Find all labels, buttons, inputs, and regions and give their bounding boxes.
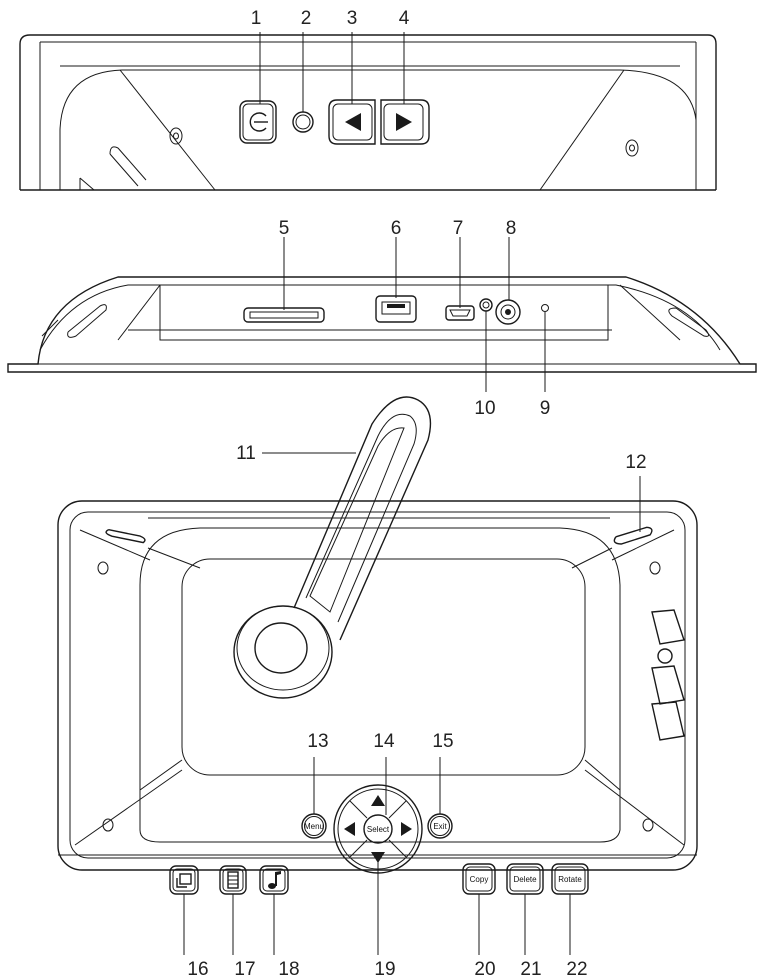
copy-label: Copy — [470, 875, 489, 884]
callout-18: 18 — [278, 959, 299, 979]
callout-13: 13 — [307, 731, 328, 752]
kickstand[interactable] — [233, 396, 432, 699]
back-view: Menu Exit Select — [57, 396, 698, 955]
callout-8: 8 — [506, 218, 517, 239]
callout-15: 15 — [432, 731, 453, 752]
delete-button[interactable]: Delete — [506, 863, 544, 895]
left-arrow-icon — [345, 113, 361, 131]
usb-port[interactable] — [375, 295, 417, 323]
left-arrow-icon[interactable] — [344, 822, 355, 836]
menu-label: Menu — [304, 822, 324, 831]
callout-11: 11 — [236, 443, 256, 464]
exit-button[interactable]: Exit — [427, 813, 453, 839]
power-icon — [249, 112, 268, 132]
callout-6: 6 — [391, 218, 402, 239]
callout-21: 21 — [520, 959, 541, 979]
down-arrow-icon[interactable] — [371, 852, 385, 863]
right-arrow-icon[interactable] — [401, 822, 412, 836]
callout-7: 7 — [453, 218, 464, 239]
callout-3: 3 — [347, 8, 358, 29]
mini-usb-port[interactable] — [445, 305, 475, 321]
rotate-label: Rotate — [558, 875, 582, 884]
select-label: Select — [367, 825, 390, 834]
callout-17: 17 — [234, 959, 255, 979]
left-button-top[interactable] — [328, 99, 376, 145]
callout-1: 1 — [251, 8, 262, 29]
menu-button[interactable]: Menu — [301, 813, 327, 839]
memory-card-slot[interactable] — [243, 307, 325, 323]
callout-5: 5 — [279, 218, 290, 239]
up-arrow-icon[interactable] — [371, 795, 385, 806]
dc-power-jack[interactable] — [495, 299, 521, 325]
select-button[interactable]: Select — [363, 814, 393, 844]
delete-label: Delete — [513, 875, 537, 884]
callout-10: 10 — [474, 398, 495, 419]
slideshow-button[interactable] — [169, 865, 199, 895]
top-view — [19, 32, 717, 191]
rotate-button[interactable]: Rotate — [551, 863, 589, 895]
side-buttons-right — [651, 609, 685, 741]
exit-label: Exit — [433, 822, 447, 831]
callout-labels: 1 2 3 4 5 6 7 8 9 10 11 12 13 14 15 16 1… — [187, 8, 646, 979]
callout-19: 19 — [374, 959, 395, 979]
callout-22: 22 — [566, 959, 587, 979]
microphone-hole — [541, 304, 549, 312]
callout-2: 2 — [301, 8, 312, 29]
side-view — [7, 237, 757, 392]
copy-button[interactable]: Copy — [462, 863, 496, 895]
callout-20: 20 — [474, 959, 495, 979]
callout-4: 4 — [399, 8, 410, 29]
right-arrow-icon — [396, 113, 412, 131]
reset-hole[interactable] — [479, 298, 493, 312]
navigation-pad[interactable]: Select — [333, 784, 423, 874]
callout-9: 9 — [540, 398, 551, 419]
music-note-icon — [268, 871, 281, 889]
right-button-top[interactable] — [380, 99, 430, 145]
indicator-button[interactable] — [292, 111, 314, 133]
power-button-top[interactable] — [239, 100, 277, 144]
callout-14: 14 — [373, 731, 395, 752]
slideshow-icon — [176, 873, 192, 888]
film-icon — [227, 871, 239, 889]
callout-12: 12 — [625, 452, 646, 473]
callout-16: 16 — [187, 959, 208, 979]
